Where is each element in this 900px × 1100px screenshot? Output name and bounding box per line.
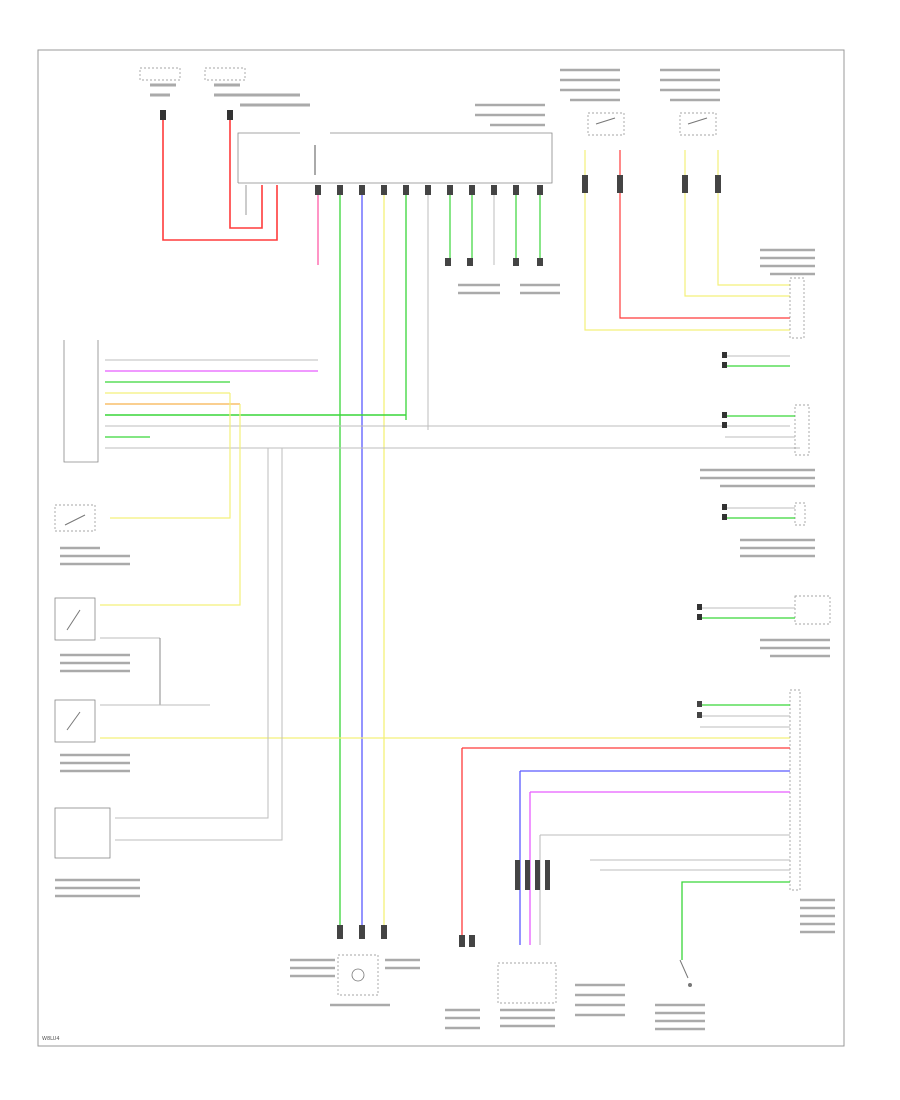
diagram-id-label: W8LU4 — [42, 1036, 60, 1042]
top-right-switch-wires — [582, 150, 790, 331]
left-switch-2 — [54, 699, 790, 773]
top-right-switch-2 — [660, 68, 720, 136]
fuse-feed-wires — [160, 110, 278, 241]
right-connector-d — [697, 595, 831, 658]
top-right-switch-1 — [560, 68, 625, 136]
bottom-fuel-pump — [290, 925, 420, 1007]
left-switch-1 — [54, 597, 161, 705]
bottom-switch — [655, 959, 705, 1031]
fuse-label-group — [139, 67, 310, 107]
diagram-frame — [37, 49, 845, 1047]
central-module — [237, 103, 553, 184]
ground-labels-top — [458, 283, 560, 295]
right-connector-b — [700, 404, 815, 488]
module-vertical-wires — [315, 185, 543, 930]
right-connector-e — [459, 689, 835, 960]
left-sensor-1 — [54, 504, 130, 566]
right-connector-a — [722, 248, 815, 368]
left-sensor-2 — [54, 448, 283, 898]
right-connector-c — [722, 502, 815, 558]
bottom-sensor-module — [445, 962, 625, 1030]
left-connector-module — [63, 340, 800, 606]
